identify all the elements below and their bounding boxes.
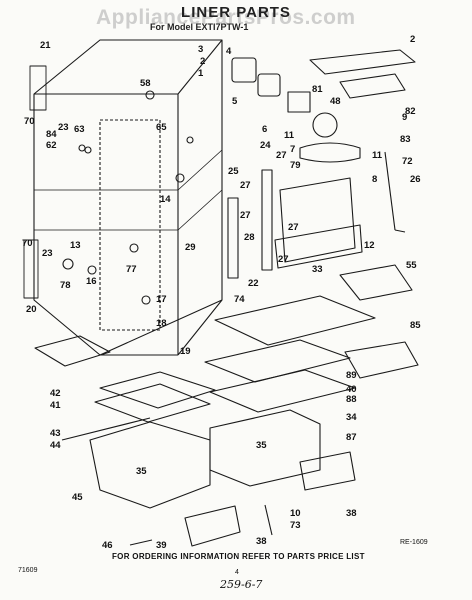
callout-41: 41 — [50, 400, 61, 411]
callout-7: 7 — [290, 144, 295, 155]
callout-27: 27 — [288, 222, 299, 233]
callout-23: 23 — [58, 122, 69, 133]
callout-25: 25 — [228, 166, 239, 177]
callout-10: 10 — [290, 508, 301, 519]
model-number: For Model EXTI7PTW-1 — [150, 22, 249, 32]
callout-73: 73 — [290, 520, 301, 531]
callout-70: 70 — [24, 116, 35, 127]
callout-78: 78 — [60, 280, 71, 291]
callout-45: 45 — [72, 492, 83, 503]
reference-code-left: 71609 — [18, 567, 38, 574]
callout-11: 11 — [372, 150, 383, 161]
callout-14: 14 — [160, 194, 171, 205]
callout-9: 9 — [402, 112, 407, 123]
callout-labels: 21 3 4 2 2 1 58 5 81 48 82 70 23 63 84 6… — [22, 34, 421, 551]
callout-35: 35 — [136, 466, 147, 477]
callout-20: 20 — [26, 304, 37, 315]
callout-42: 42 — [50, 388, 61, 399]
callout-85: 85 — [410, 320, 421, 331]
shelves-drawing — [34, 264, 419, 423]
callout-83: 83 — [400, 134, 411, 145]
callout-2: 2 — [200, 56, 205, 67]
handwritten-note: 259-6-7 — [220, 578, 263, 591]
callout-89: 89 — [346, 370, 357, 381]
callout-40: 40 — [346, 384, 357, 395]
top-components-drawing — [231, 49, 416, 233]
callout-35: 35 — [256, 440, 267, 451]
callout-24: 24 — [260, 140, 271, 151]
callout-44: 44 — [50, 440, 61, 451]
callout-16: 16 — [86, 276, 97, 287]
callout-2: 2 — [410, 34, 415, 45]
callout-18: 18 — [156, 318, 167, 329]
callout-38: 38 — [256, 536, 267, 547]
cabinet-liner-drawing — [23, 39, 223, 356]
callout-34: 34 — [346, 412, 357, 423]
callout-43: 43 — [50, 428, 61, 439]
callout-79: 79 — [290, 160, 301, 171]
callout-38: 38 — [346, 508, 357, 519]
center-panel-drawing — [227, 169, 363, 279]
drawers-drawing — [61, 409, 356, 547]
callout-77: 77 — [126, 264, 137, 275]
callout-27: 27 — [240, 180, 251, 191]
callout-27: 27 — [278, 254, 289, 265]
callout-33: 33 — [312, 264, 323, 275]
callout-4: 4 — [226, 46, 232, 57]
callout-27: 27 — [276, 150, 287, 161]
watermark: AppliancePartsPros.com — [96, 6, 356, 29]
callout-13: 13 — [70, 240, 81, 251]
callout-27: 27 — [240, 210, 251, 221]
callout-23: 23 — [42, 248, 53, 259]
callout-8: 8 — [372, 174, 377, 185]
diagram-title: LINER PARTS — [181, 4, 291, 21]
callout-26: 26 — [410, 174, 421, 185]
hardware-drawing — [62, 90, 273, 546]
callout-62: 62 — [46, 140, 57, 151]
callout-29: 29 — [185, 242, 196, 253]
callout-5: 5 — [232, 96, 238, 107]
callout-28: 28 — [244, 232, 255, 243]
callout-70: 70 — [22, 238, 33, 249]
callout-22: 22 — [248, 278, 259, 289]
page-number: 4 — [235, 569, 239, 576]
callout-55: 55 — [406, 260, 417, 271]
callout-6: 6 — [262, 124, 267, 135]
callout-58: 58 — [140, 78, 151, 89]
callout-19: 19 — [180, 346, 191, 357]
callout-63: 63 — [74, 124, 85, 135]
callout-84: 84 — [46, 129, 57, 140]
callout-81: 81 — [312, 84, 323, 95]
callout-12: 12 — [364, 240, 375, 251]
callout-88: 88 — [346, 394, 357, 405]
callout-17: 17 — [156, 294, 167, 305]
callout-74: 74 — [234, 294, 245, 305]
reference-code-right: RE-1609 — [400, 539, 428, 546]
callout-46: 46 — [102, 540, 113, 551]
callout-21: 21 — [40, 40, 51, 51]
callout-72: 72 — [402, 156, 413, 167]
callout-39: 39 — [156, 540, 167, 551]
callout-48: 48 — [330, 96, 341, 107]
callout-87: 87 — [346, 432, 357, 443]
callout-82: 82 — [405, 106, 416, 117]
callout-3: 3 — [198, 44, 203, 55]
callout-11: 11 — [284, 130, 295, 141]
callout-1: 1 — [198, 68, 204, 79]
callout-65: 65 — [156, 122, 167, 133]
ordering-note: FOR ORDERING INFORMATION REFER TO PARTS … — [112, 552, 365, 561]
